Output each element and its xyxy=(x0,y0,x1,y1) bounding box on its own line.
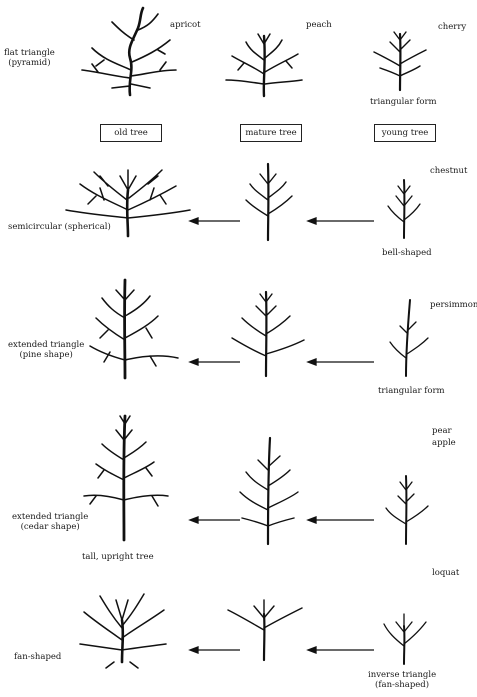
arrowhead-young-to-mature xyxy=(308,218,316,224)
cherry-label: cherry xyxy=(438,22,466,32)
persimmon-mature-tree xyxy=(232,292,304,376)
row4-arrows xyxy=(190,517,374,523)
row5-arrows xyxy=(190,647,374,653)
loquat-mature-tree xyxy=(228,600,302,660)
persimmon-old-tree xyxy=(90,280,178,378)
loquat-label: loquat xyxy=(432,568,459,578)
chestnut-young-tree xyxy=(388,180,420,238)
peach-label: peach xyxy=(306,20,332,30)
persimmon-form-label: triangular form xyxy=(378,386,445,396)
arrowhead-mature-to-old xyxy=(190,647,198,653)
tall-upright-label: tall, upright tree xyxy=(82,552,154,562)
arrowhead-young-to-mature xyxy=(308,517,316,523)
pear-label: pear xyxy=(432,426,452,436)
arrowhead-young-to-mature xyxy=(308,647,316,653)
loquat-old-tree xyxy=(80,594,166,668)
old-tree-header: old tree xyxy=(100,124,162,142)
apricot-label: apricot xyxy=(170,20,201,30)
persimmon-young-tree xyxy=(390,300,428,376)
arrowhead-mature-to-old xyxy=(190,359,198,365)
bell-shaped-label: bell-shaped xyxy=(382,248,432,258)
row3-arrows xyxy=(190,359,374,365)
pine-shape-label: extended triangle (pine shape) xyxy=(8,340,84,360)
chestnut-label: chestnut xyxy=(430,166,467,176)
pear-apple-young-tree xyxy=(386,476,428,544)
cherry-tree xyxy=(374,32,426,90)
arrowhead-mature-to-old xyxy=(190,218,198,224)
apricot-tree xyxy=(82,8,176,95)
loquat-young-tree xyxy=(384,614,426,664)
mature-tree-header: mature tree xyxy=(240,124,302,142)
pear-apple-old-tree xyxy=(84,416,168,540)
persimmon-label: persimmon xyxy=(430,300,477,310)
cedar-shape-label: extended triangle (cedar shape) xyxy=(12,512,88,532)
arrowhead-mature-to-old xyxy=(190,517,198,523)
row2-arrows xyxy=(190,218,374,224)
semicircular-label: semicircular (spherical) xyxy=(8,222,111,232)
cherry-form-label: triangular form xyxy=(370,97,437,107)
flat-triangle-label: flat triangle (pyramid) xyxy=(4,48,55,68)
inverse-triangle-label: inverse triangle (fan-shaped) xyxy=(368,670,436,690)
arrowhead-young-to-mature xyxy=(308,359,316,365)
young-tree-header: young tree xyxy=(374,124,436,142)
pear-apple-mature-tree xyxy=(240,438,298,544)
apple-label: apple xyxy=(432,438,456,448)
peach-tree xyxy=(226,34,302,96)
fan-shaped-label: fan-shaped xyxy=(14,652,61,662)
chestnut-mature-tree xyxy=(246,164,292,240)
